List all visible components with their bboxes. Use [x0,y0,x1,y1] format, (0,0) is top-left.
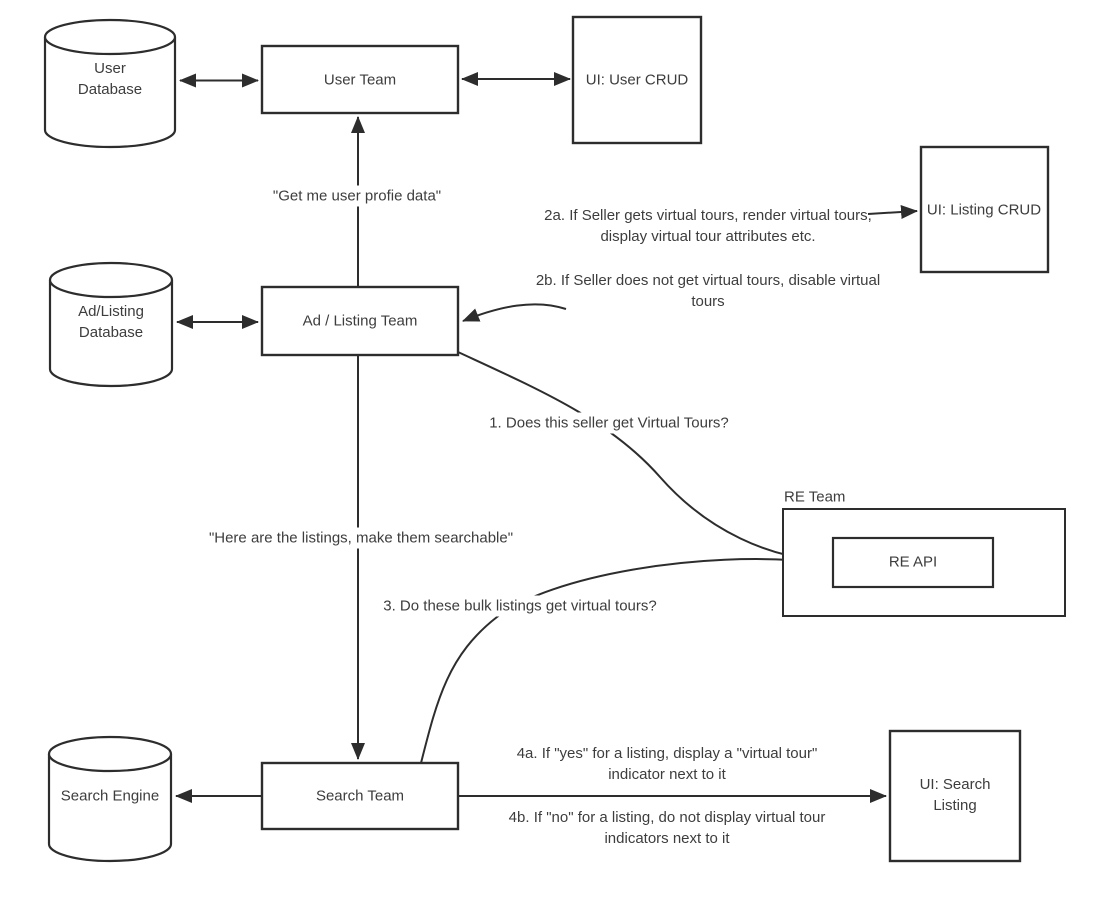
ad-listing-database-cylinder-top [48,261,174,299]
ad-listing-team-label: Ad / Listing Team [302,312,418,330]
annotation-get-profile: "Get me user profie data" [269,185,445,207]
search-team-label: Search Team [315,787,405,805]
edge-note2a-uilistingcrud [867,204,918,219]
user-database-node [43,18,177,149]
edges-group [175,72,918,803]
edge-note2b-adteam-curve [462,303,567,322]
ui-listing-crud-node [919,145,1050,274]
re-api-label: RE API [888,553,938,571]
annotation-note-4a: 4a. If "yes" for a listing, display a "v… [494,743,840,785]
nodes-group [43,15,1066,863]
search-engine-node [47,735,173,863]
user-team-label: User Team [323,71,397,89]
annotation-note-4b: 4b. If "no" for a listing, do not displa… [484,807,850,849]
ui-user-crud-label: UI: User CRUD [585,71,689,89]
re-team-label: RE Team [784,488,846,506]
edge-searchteam-reapi-curve [420,558,817,764]
ad-listing-database-cylinder-body [48,280,174,388]
annotation-question-1: 1. Does this seller get Virtual Tours? [486,412,732,434]
ad-listing-database-label: Ad/Listing Database [78,303,144,341]
annotation-question-3: 3. Do these bulk listings get virtual to… [380,595,660,617]
user-database-cylinder-body [43,37,177,149]
re-api-node [831,536,995,589]
user-team-node [260,44,460,115]
ui-search-listing-label: UI: Search Listing [919,776,991,814]
user-database-label: User Database [77,60,143,98]
ad-listing-database-node [48,261,174,388]
search-engine-label: Search Engine [60,787,160,805]
ad-listing-team-node [260,285,460,357]
search-team-node [260,761,460,831]
annotation-note-2b: 2b. If Seller does not get virtual tours… [535,272,881,310]
user-database-cylinder-top [43,18,177,56]
ui-listing-crud-label: UI: Listing CRUD [926,201,1042,219]
ui-search-listing-node [888,729,1022,863]
ui-user-crud-node [571,15,703,145]
edge-adteam-reapi-curve [457,351,817,561]
search-engine-cylinder-body [47,754,173,863]
search-engine-cylinder-top [47,735,173,773]
annotation-note-2a: 2a. If Seller gets virtual tours, render… [544,207,872,245]
annotation-make-searchable: "Here are the listings, make them search… [205,527,517,549]
